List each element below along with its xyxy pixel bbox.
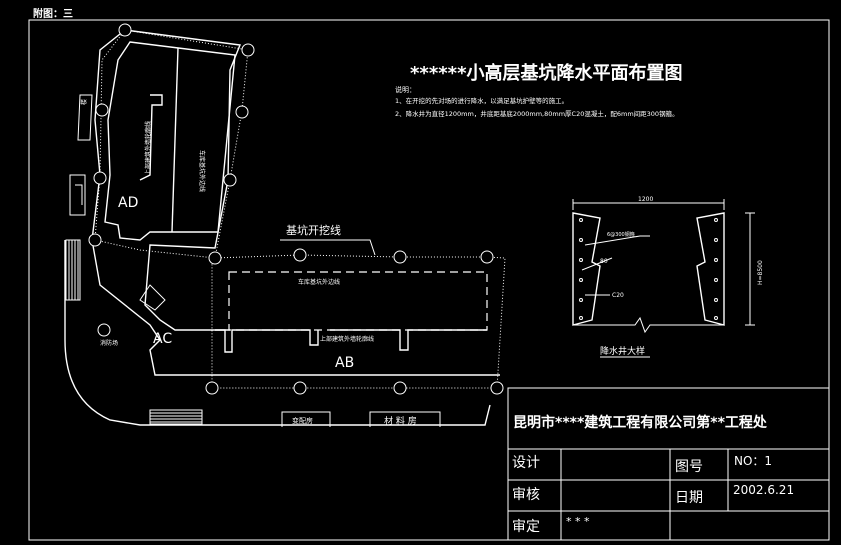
ad-inner-notch [139,94,163,181]
ac-building [139,284,166,311]
ab-notches [215,329,487,353]
ab-inner-label-2: 上部建筑外墙轮廓线 [320,335,374,343]
well [393,250,407,264]
well [208,251,222,265]
well [235,105,249,119]
detail-label-c20: C20 [612,292,624,299]
bottom-stair-strip [149,409,203,425]
road-label: 消防场 [100,339,118,347]
drawing-no-value: NO：1 [734,454,772,468]
road-label-2: 楼 [80,99,88,105]
notes-line-2: 2、降水井为直径1200mm，井底距基底2000mm,80mm厚C20混凝土，配… [395,109,679,118]
approve-label: 审定 [512,519,540,535]
left-annex-2 [77,94,93,141]
site-curve [64,240,491,426]
detail-bars [579,218,718,320]
detail-caption: 降水井大样 [600,345,645,357]
well-detail: 1200 6@300钢箍 80 C20 H=8500 降水井大样 [572,196,764,358]
drawing-title: ******小高层基坑降水平面布置图 [410,62,682,84]
well [293,248,307,262]
drawing-frame [28,19,830,541]
detail-bottom [573,316,724,334]
title-block: 昆明市****建筑工程有限公司第**工程处 设计 图号 NO：1 审核 日期 2… [507,387,830,541]
well [88,233,102,247]
well [223,173,237,187]
excavation-leader [280,239,376,256]
well [118,23,132,37]
ad-divider [171,47,179,233]
company-name: 昆明市****建筑工程有限公司第**工程处 [513,414,768,431]
excavation-line-label: 基坑开挖线 [286,223,341,237]
room-left-label: 变配房 [292,416,313,425]
well [97,323,111,337]
review-label: 审核 [512,487,540,503]
detail-dim-height: H=8500 [757,260,764,285]
zone-ac-label: AC [153,331,172,347]
room-right-label: 材 料 房 [384,415,417,427]
well [480,250,494,264]
well [241,43,255,57]
detail-label-bars: 6@300钢箍 [607,231,635,238]
site-plan: AD AC AB 基坑开挖线 上部建筑外墙轮廓线 车库基坑外边线 车库基坑外边线… [64,23,506,427]
well [293,381,307,395]
well [205,381,219,395]
notes-heading: 说明： [395,85,416,94]
detail-label-80: 80 [600,258,608,265]
room-right-outline [369,411,441,427]
ad-building [104,41,236,241]
well [93,171,107,185]
dewatering-line-ab [211,254,506,389]
left-stair-strip [65,239,81,301]
ab-dashed-outline [228,271,488,331]
date-value: 2002.6.21 [733,483,794,497]
drawing-no-label: 图号 [675,459,703,475]
ad-inner-label-1: 上部建筑外墙轮廓线 [144,121,152,175]
dewatering-line-ad [94,29,249,259]
ad-inner-label-2: 车库基坑外边线 [198,150,206,192]
well-group [88,23,504,395]
zone-ab-label: AB [335,355,354,371]
zone-ad-label: AD [118,195,138,211]
detail-right-wall [696,212,725,326]
detail-left-wall [572,212,601,326]
room-left-outline [281,411,331,427]
design-label: 设计 [512,455,540,471]
well [95,103,109,117]
well [393,381,407,395]
date-label: 日期 [675,490,703,506]
detail-dim-width: 1200 [638,196,653,203]
site-boundary [91,29,500,376]
notes-line-1: 1、在开挖的先对场的进行降水，以满足基坑护壁等的施工。 [395,96,568,105]
ab-inner-label-1: 车库基坑外边线 [298,278,340,286]
left-annex [69,174,86,216]
well [490,381,504,395]
approve-value: * * * [566,515,590,528]
appendix-label: 附图：三 [33,7,73,20]
